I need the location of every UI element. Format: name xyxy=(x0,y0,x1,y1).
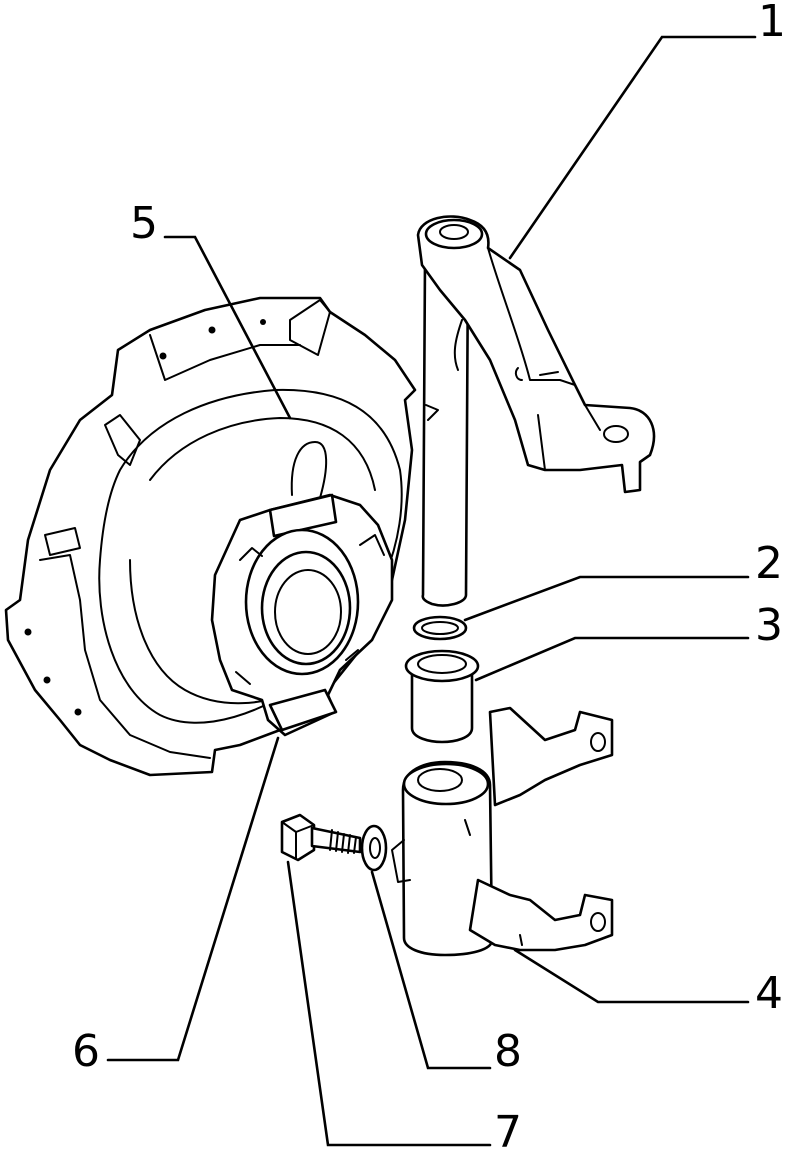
clutch-cover-rivet-4 xyxy=(24,628,32,636)
leader-line-1 xyxy=(508,35,757,260)
clutch-cover-rivet-3 xyxy=(260,319,266,325)
clutch-cover-flange-step xyxy=(39,334,301,759)
release-fork-lever-marks xyxy=(514,367,559,381)
leader-line-4 xyxy=(513,948,750,1004)
lock-washer-inner xyxy=(369,837,381,859)
release-fork-lever-pivot-hole xyxy=(439,224,469,240)
release-fork-lever xyxy=(416,215,656,607)
clutch-cover-tab-top xyxy=(289,299,331,356)
clutch-cover-tab-upper-left xyxy=(104,414,141,466)
release-fork-pivot-top xyxy=(402,762,490,806)
release-fork-lever-rib xyxy=(487,247,601,471)
leader-line-2 xyxy=(463,575,750,622)
clutch-cover-rivet-1 xyxy=(208,326,216,334)
callout-label-8: 8 xyxy=(494,1026,522,1077)
release-bearing-bottom-lug xyxy=(268,688,338,732)
release-bearing-slots xyxy=(235,534,385,685)
clutch-cover-rivet-5 xyxy=(43,676,51,684)
clutch-cover-tab-left xyxy=(44,527,81,556)
o-ring-inner xyxy=(421,621,459,635)
release-fork xyxy=(391,706,614,957)
callout-label-6: 6 xyxy=(72,1026,100,1077)
leader-lines xyxy=(106,35,757,1147)
release-bearing-inner-race xyxy=(260,550,352,666)
release-fork-upper-hole xyxy=(590,732,606,752)
callout-label-5: 5 xyxy=(130,198,158,249)
callout-label-1: 1 xyxy=(758,0,786,47)
callout-label-3: 3 xyxy=(755,600,783,651)
release-fork-pivot-hole xyxy=(417,768,463,792)
release-fork-lever-pivot-top xyxy=(424,218,484,250)
bolt-head-face xyxy=(281,821,315,859)
release-bearing-top-lug xyxy=(268,493,338,538)
clutch-cover-hook xyxy=(290,441,328,499)
leader-line-3 xyxy=(474,636,750,682)
bolt xyxy=(280,813,362,862)
release-fork-lever-end-hole xyxy=(603,425,629,443)
leader-line-8 xyxy=(370,870,492,1070)
release-fork-lever-shaft-groove xyxy=(425,319,463,421)
release-fork-lower-hole xyxy=(590,912,606,932)
leader-line-5 xyxy=(163,235,292,420)
bushing xyxy=(404,649,480,744)
bolt-head xyxy=(280,813,316,862)
clutch-cover-rivet-2 xyxy=(159,352,167,360)
bushing-body xyxy=(410,670,474,744)
o-ring-outer xyxy=(412,615,468,641)
leader-line-6 xyxy=(106,736,280,1062)
callout-label-7: 7 xyxy=(494,1107,522,1152)
callout-labels: 1 2 3 4 5 6 7 8 xyxy=(72,0,786,1152)
callout-label-2: 2 xyxy=(755,538,783,589)
release-bearing-bore xyxy=(274,569,342,655)
release-fork-lever-shaft xyxy=(421,258,470,607)
lock-washer xyxy=(360,824,388,872)
release-fork-side-details xyxy=(391,819,523,946)
bushing-bore xyxy=(417,654,467,674)
release-bearing xyxy=(210,493,394,737)
leader-line-7 xyxy=(286,860,492,1147)
clutch-cover-rivet-6 xyxy=(74,708,82,716)
release-fork-upper-prong xyxy=(488,706,614,807)
bolt-threads xyxy=(329,829,357,854)
lock-washer-outer xyxy=(360,824,388,872)
o-ring xyxy=(412,615,468,641)
release-fork-lower-prong xyxy=(468,878,614,952)
callout-label-4: 4 xyxy=(755,968,783,1019)
